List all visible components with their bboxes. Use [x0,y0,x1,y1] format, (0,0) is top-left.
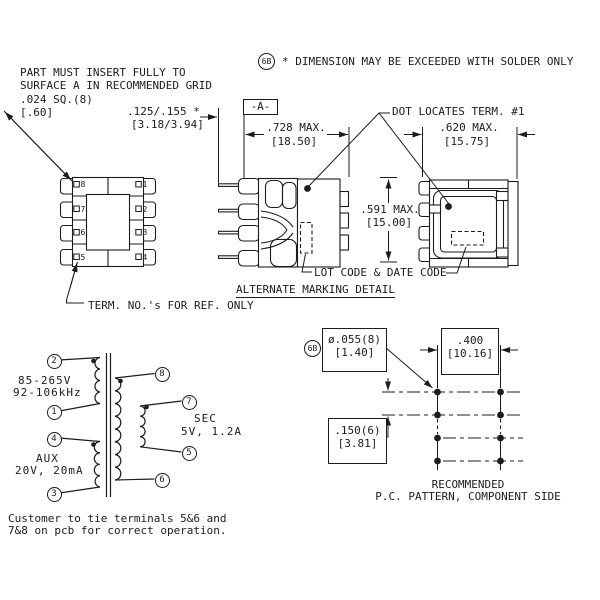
dim-term-size: .024 SQ.(8) [20,93,93,106]
date-code-area-top [450,230,485,246]
pcb-hole-dim-box: ø.055(8) [1.40] [322,328,387,372]
aux-coil [93,440,101,488]
pcb-pitch-y-box: .150(6) [3.81] [328,418,387,464]
dim-pin-length-mm: [3.18/3.94] [131,118,204,131]
term1-dot-top [445,203,452,210]
polarity-dots [91,358,149,447]
datum-a-box: -A- [243,99,278,115]
schematic-pin-8: 8 [154,366,170,382]
pcb-hole-dim-mm: [1.40] [334,346,375,359]
dim-728: .728 MAX. [266,121,326,134]
schematic-pin-7: 7 [181,394,197,410]
note-customer-line2: 7&8 on pcb for correct operation. [8,524,227,537]
label-primary-freq: 92-106kHz [13,386,82,399]
dim-620: .620 MAX. [439,121,499,134]
schematic-pin-4: 4 [46,431,62,447]
dim-591-mm: [15.00] [365,216,413,229]
term-label-6: 6 [80,228,86,237]
term-label-4: 4 [142,252,148,262]
core-lines [105,353,112,497]
pcb-pitch-y-mm: [3.81] [337,437,378,450]
schematic-pin-6: 6 [154,473,170,488]
dim-620-mm: [15.75] [443,135,491,148]
note-flag-6b-top: 6B [258,53,275,70]
label-aux: AUX [36,452,59,465]
pcb-hole-dim: ø.055(8) [328,333,381,346]
side-view-right-tabs [339,190,350,251]
terminal-squares [73,181,142,260]
schematic-pin-3: 3 [46,486,62,502]
side-view-flange [257,177,299,268]
pcb-pitch-x: .400 [456,334,484,347]
label-sec-rating: 5V, 1.2A [181,425,242,438]
note-lot-code: LOT CODE & DATE CODE [314,266,447,279]
term-label-2: 2 [142,204,148,214]
term-label-7: 7 [80,204,86,214]
pcb-caption-line2: P.C. PATTERN, COMPONENT SIDE [375,490,561,503]
dim-pin-length: .125/.155 * [127,105,200,118]
pcb-pattern [382,345,523,470]
note-customer-line1: Customer to tie terminals 5&6 and [8,512,227,525]
term-label-3: 3 [142,228,148,237]
note-insert-line2: SURFACE A IN RECOMMENDED GRID [20,79,213,92]
label-sec: SEC [194,412,217,425]
term-label-1: 1 [142,180,148,189]
term1-dot-side [304,185,311,192]
pcb-pitch-y: .150(6) [334,424,381,437]
note-insert-line1: PART MUST INSERT FULLY TO [20,66,186,79]
pad-dots [434,388,504,465]
schematic-pin-2: 2 [46,353,62,369]
dim-591: .591 MAX. [360,203,420,216]
pcb-caption-line1: RECOMMENDED [431,478,505,491]
pcb-pitch-x-mm: [10.16] [446,347,494,360]
note-flag-6b-pcb: 6B [304,340,321,357]
note-term-ref: TERM. NO.'s FOR REF. ONLY [88,299,254,312]
top-view-strip [506,180,519,267]
top-view-frame-inner [439,195,498,253]
sec-coil-b [139,405,146,448]
sec-coil-a [114,377,122,481]
dim-728-mm: [18.50] [270,135,318,148]
label-aux-rating: 20V, 20mA [15,464,84,477]
side-view-standoffs [237,177,261,267]
side-view-core [296,178,341,268]
schematic-pin-1: 1 [46,404,62,420]
term-label-5: 5 [80,252,86,262]
bottom-view [59,176,157,268]
lot-code-area-side [299,221,313,254]
pin-leads [59,356,182,494]
side-view [217,177,350,268]
bottom-view-window [85,193,131,251]
schematic-pin-5: 5 [181,446,197,461]
note-solder: * DIMENSION MAY BE EXCEEDED WITH SOLDER … [282,55,574,68]
top-view-frame-outer [432,189,505,259]
transformer-schematic [59,353,182,497]
pcb-pitch-x-box: .400 [10.16] [441,328,499,375]
primary-coil [94,356,101,405]
caption-alternate-marking: ALTERNATE MARKING DETAIL [236,283,395,298]
label-primary-voltage: 85-265V [18,374,72,387]
note-dot-locates: DOT LOCATES TERM. #1 [392,105,525,118]
dimension-lines [3,108,535,304]
dim-term-size-mm: [.60] [20,106,54,119]
top-view [418,179,519,268]
side-view-pins [217,183,242,259]
term-label-8: 8 [80,180,86,189]
